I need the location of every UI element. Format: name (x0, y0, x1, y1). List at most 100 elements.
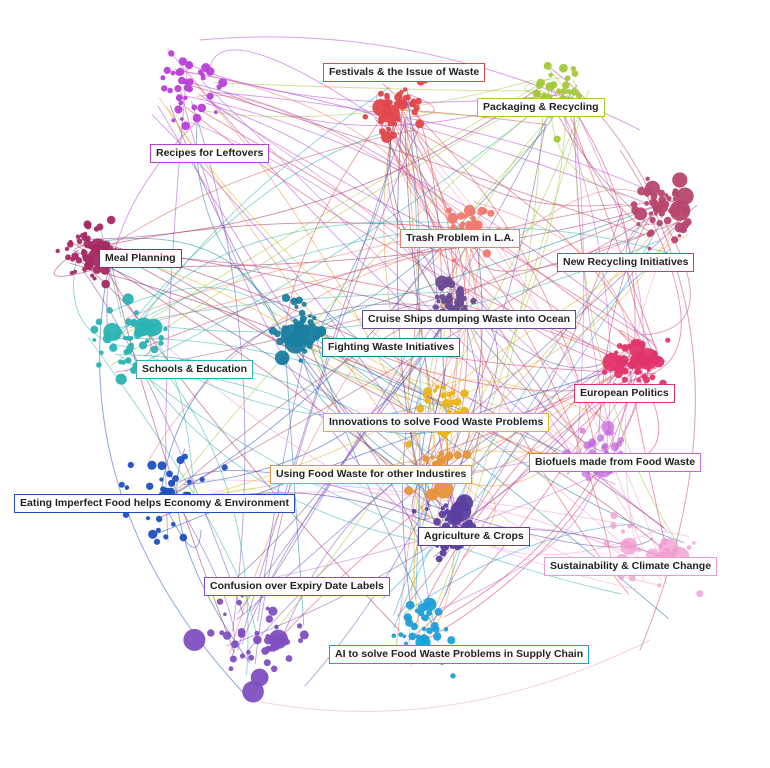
network-node (666, 195, 672, 202)
network-node (672, 196, 678, 202)
network-node (222, 631, 232, 640)
network-node (308, 314, 312, 318)
network-node (460, 495, 466, 502)
network-node (467, 223, 473, 229)
network-node (442, 399, 451, 408)
network-node (147, 460, 157, 470)
network-node (416, 404, 425, 413)
network-edge (203, 96, 459, 244)
network-node (392, 121, 398, 127)
network-node (450, 390, 456, 396)
network-node (630, 201, 638, 209)
network-edge (254, 123, 422, 665)
network-node (268, 606, 278, 616)
network-node (414, 608, 420, 613)
network-node (263, 659, 271, 667)
network-node (447, 409, 452, 414)
network-node (649, 198, 658, 207)
network-node (462, 304, 468, 310)
network-node (421, 614, 429, 622)
network-node (158, 334, 164, 341)
network-node (674, 209, 680, 214)
network-node (253, 635, 262, 645)
network-node (411, 508, 417, 514)
network-edge (577, 115, 636, 372)
network-node (447, 636, 456, 645)
network-edge (662, 204, 698, 235)
network-node (167, 87, 173, 94)
network-node (674, 222, 685, 233)
network-node (433, 632, 442, 641)
network-node (658, 208, 663, 213)
network-node (386, 107, 392, 112)
network-node (109, 343, 118, 352)
network-node (396, 117, 402, 122)
network-node (662, 200, 670, 208)
network-edge (438, 356, 642, 539)
network-node (441, 385, 446, 390)
network-node (411, 109, 418, 116)
network-edge (96, 238, 283, 336)
network-node (160, 486, 167, 493)
network-edge (89, 198, 680, 267)
network-edge (92, 245, 401, 632)
network-node (636, 378, 641, 383)
network-node (231, 640, 239, 649)
network-edge (115, 129, 396, 342)
network-node (123, 349, 129, 355)
network-node (294, 304, 299, 309)
network-node (103, 322, 122, 341)
network-node (649, 374, 656, 381)
network-node (299, 318, 306, 325)
network-edge (209, 49, 382, 122)
network-node (610, 442, 620, 451)
network-edge (374, 118, 614, 569)
network-edge (412, 426, 439, 521)
network-node (163, 66, 171, 74)
network-edge (119, 354, 622, 595)
network-node (124, 485, 130, 490)
network-node (183, 628, 206, 651)
network-node (175, 94, 183, 102)
network-node (415, 119, 425, 129)
network-edge (179, 81, 645, 236)
network-node (172, 475, 180, 482)
network-edge (142, 202, 650, 349)
network-node (145, 516, 151, 521)
network-edge (184, 95, 658, 349)
network-node (290, 297, 299, 306)
network-node (298, 358, 303, 363)
network-node (199, 476, 205, 482)
network-node (650, 354, 658, 362)
network-node (405, 600, 415, 610)
network-node (171, 118, 176, 123)
network-edge (406, 93, 435, 118)
network-node (564, 75, 571, 81)
network-node (456, 285, 464, 293)
network-node (229, 655, 237, 663)
network-node (197, 69, 204, 75)
network-node (402, 87, 408, 92)
network-node (627, 524, 632, 529)
label-festivals: Festivals & the Issue of Waste (323, 63, 486, 82)
network-node (157, 461, 167, 470)
network-node (155, 527, 161, 533)
network-node (239, 653, 246, 659)
network-edge (578, 117, 645, 434)
network-node (265, 645, 270, 650)
network-node (645, 180, 660, 196)
label-fighting: Fighting Waste Initiatives (322, 338, 461, 357)
network-node (101, 279, 110, 289)
network-node (613, 364, 622, 373)
network-node (438, 510, 447, 519)
network-node (81, 248, 87, 254)
network-node (415, 634, 421, 639)
network-node (432, 304, 439, 310)
network-node (166, 470, 173, 478)
network-node (421, 626, 427, 632)
network-node (470, 297, 477, 305)
network-node (603, 539, 610, 547)
network-node (403, 641, 409, 646)
network-node (610, 511, 618, 520)
network-node (281, 293, 291, 302)
